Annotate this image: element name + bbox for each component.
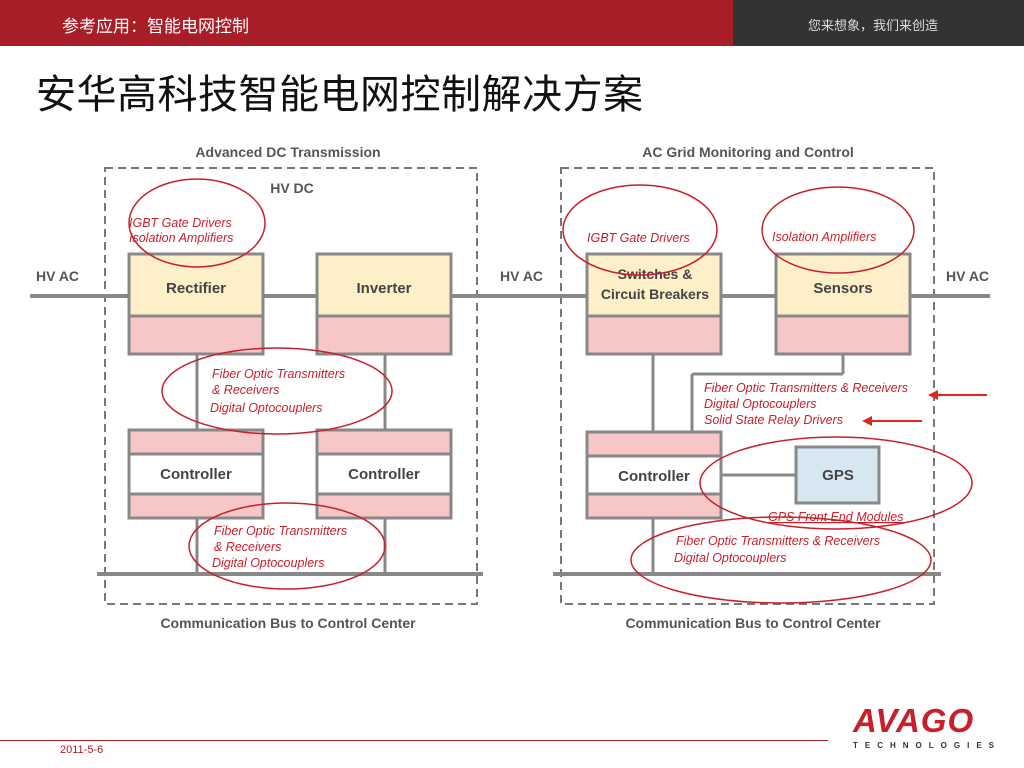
right-panel-frame xyxy=(560,167,935,605)
left-bus-label: Communication Bus to Control Center xyxy=(160,615,416,631)
smart-grid-diagram: Advanced DC Transmission AC Grid Monitor… xyxy=(30,144,998,631)
controller-block-right: Controller xyxy=(585,430,723,520)
hvdc-label: HV DC xyxy=(270,180,314,196)
hv-ac-input-label: HV AC xyxy=(36,268,79,284)
hv-ac-middle-label: HV AC xyxy=(500,268,543,284)
gps-label: GPS xyxy=(822,467,854,484)
callout-right-fiber-line-3: Solid State Relay Drivers xyxy=(704,413,843,427)
avago-logo: AVAGO xyxy=(853,702,975,739)
callout-ellipse-right-isolation xyxy=(761,186,915,274)
slide-title: 安华高科技智能电网控制解决方案 xyxy=(36,72,644,118)
section-title: 参考应用：智能电网控制 xyxy=(62,17,249,37)
slogan: 您来想象，我们来创造 xyxy=(808,19,939,34)
callout-ellipse-right-igbt xyxy=(562,184,718,276)
controller-right-label: Controller xyxy=(618,468,690,485)
label-bg xyxy=(496,264,554,288)
rectifier-block: Rectifier xyxy=(127,252,265,356)
label-bg xyxy=(30,264,90,288)
callout-right-bottom-line-1: Fiber Optic Transmitters & Receivers xyxy=(676,534,880,548)
label-bg xyxy=(940,264,998,288)
controller-block-2: Controller xyxy=(315,428,453,520)
controller-2-label: Controller xyxy=(348,466,420,483)
callout-right-isolation: Isolation Amplifiers xyxy=(772,230,876,244)
callout-ellipse-igbt-isolation xyxy=(128,178,266,268)
hv-ac-output-label: HV AC xyxy=(946,268,989,284)
callout-isolation-amplifiers: Isolation Amplifiers xyxy=(129,231,233,245)
left-panel-frame xyxy=(104,167,478,605)
callout-left-fiber-line-1: Fiber Optic Transmitters xyxy=(212,367,345,381)
switches-block: Switches & Circuit Breakers xyxy=(585,252,723,356)
right-panel-title: AC Grid Monitoring and Control xyxy=(642,144,854,160)
inverter-label: Inverter xyxy=(356,280,411,297)
callout-bg xyxy=(672,532,894,568)
footer-date: 2011-5-6 xyxy=(60,744,104,756)
avago-logo-subtitle: TECHNOLOGIES xyxy=(853,741,1002,750)
callout-bg xyxy=(700,378,922,428)
gps-block: GPS xyxy=(794,445,881,505)
rectifier-label: Rectifier xyxy=(166,280,226,297)
callout-bg xyxy=(208,366,360,418)
callout-ellipse-left-bottom xyxy=(188,502,386,590)
callout-left-fiber-line-3: Digital Optocouplers xyxy=(210,401,323,415)
header-bar-dark xyxy=(733,0,1024,46)
switches-label-line-2: Circuit Breakers xyxy=(601,286,709,302)
right-bus-label: Communication Bus to Control Center xyxy=(625,615,881,631)
red-arrow-2 xyxy=(862,416,922,426)
callout-bg xyxy=(210,522,362,572)
callout-right-igbt: IGBT Gate Drivers xyxy=(587,231,690,245)
controller-1-label: Controller xyxy=(160,466,232,483)
callout-right-bottom-line-2: Digital Optocouplers xyxy=(674,551,787,565)
callout-gps-front-end: GPS Front End Modules xyxy=(768,510,903,524)
header-bar-red xyxy=(0,0,733,46)
callout-ellipse-left-fiber xyxy=(161,347,393,435)
sensors-label: Sensors xyxy=(813,280,872,297)
callout-right-fiber-line-2: Digital Optocouplers xyxy=(704,397,817,411)
callout-ellipse-right-bottom xyxy=(630,516,932,604)
callout-left-bottom-line-3: Digital Optocouplers xyxy=(212,556,325,570)
callout-left-bottom-line-1: Fiber Optic Transmitters xyxy=(214,524,347,538)
controller-block-1: Controller xyxy=(127,428,265,520)
footer-divider xyxy=(0,740,828,741)
callout-igbt-gate-drivers: IGBT Gate Drivers xyxy=(129,216,232,230)
inverter-block: Inverter xyxy=(315,252,453,356)
callout-left-bottom-line-2: & Receivers xyxy=(214,540,281,554)
callout-right-fiber-line-1: Fiber Optic Transmitters & Receivers xyxy=(704,381,908,395)
sensors-block: Sensors xyxy=(774,252,912,356)
left-panel-title: Advanced DC Transmission xyxy=(195,144,380,160)
callout-left-fiber-line-2: & Receivers xyxy=(212,383,279,397)
red-arrow-1 xyxy=(928,390,987,400)
callout-ellipse-gps xyxy=(699,436,973,530)
